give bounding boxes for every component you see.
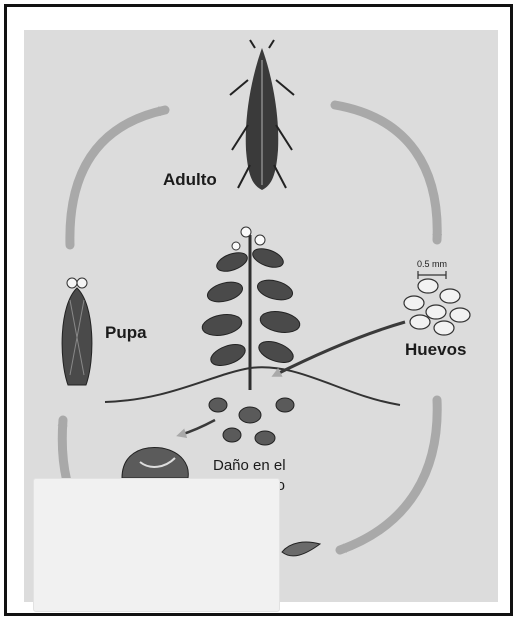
potato-plant-illustration [201, 227, 302, 390]
damaged-tuber-illustration [122, 447, 188, 478]
arrow-pupa-to-adult [70, 110, 165, 245]
stage-label-eggs: Huevos [405, 340, 466, 360]
arrow-eggs-to-larva [340, 400, 437, 550]
adult-moth-illustration [230, 40, 294, 190]
damage-pointer-arrow [180, 420, 215, 435]
tubers-illustration [209, 398, 294, 445]
blank-overlay-box [33, 478, 280, 612]
scale-label: 0.5 mm [417, 259, 447, 269]
pupa-illustration [62, 278, 92, 385]
larva-illustration [282, 542, 320, 556]
stage-label-pupa: Pupa [105, 323, 147, 343]
damage-label-line1: Daño en el [213, 456, 286, 476]
arrow-adult-to-eggs [335, 105, 437, 240]
scale-bar [418, 271, 446, 279]
eggs-illustration [404, 279, 470, 335]
soil-line [105, 367, 400, 405]
stage-label-adult: Adulto [163, 170, 217, 190]
